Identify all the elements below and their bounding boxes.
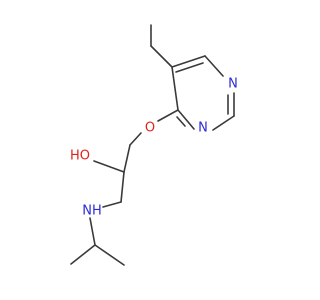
bond-ring-c6-n1 [204, 55, 224, 77]
atom-label-hydroxyl: HO [70, 149, 90, 164]
bond-nh-ch [89, 217, 96, 246]
bond-ring-c2-n3 [212, 115, 235, 131]
bond-choh-ch2 [120, 171, 125, 203]
bond-c4-o [157, 109, 179, 122]
bond-ch2-choh [123, 144, 131, 173]
bond-ch-ch3-left [70, 244, 96, 265]
bond-ethyl-ch2-ring [150, 45, 173, 68]
atom-label-ring-n-bottom: N [198, 121, 208, 136]
bonds [70, 24, 235, 266]
atom-labels: N N O HO NH [70, 77, 238, 219]
atom-label-amine: NH [82, 204, 102, 219]
atom-label-ring-n-top: N [228, 77, 238, 92]
bond-o-ch2 [129, 132, 142, 146]
molecule-structure-diagram: N N O HO NH [70, 24, 238, 266]
bond-ch-ch3-right [94, 244, 125, 266]
atom-label-ether-oxygen: O [145, 121, 155, 136]
bond-ring-c4-c5 [171, 66, 179, 111]
bond-choh-oh [93, 160, 125, 173]
bond-ch2-nh [102, 201, 122, 208]
bond-ring-n3-c4 [177, 109, 195, 130]
bond-ring-c5-c6 [171, 55, 206, 68]
bond-ring-c4-n3-double [176, 116, 186, 127]
bond-ring-c6-c6-double [175, 62, 204, 73]
